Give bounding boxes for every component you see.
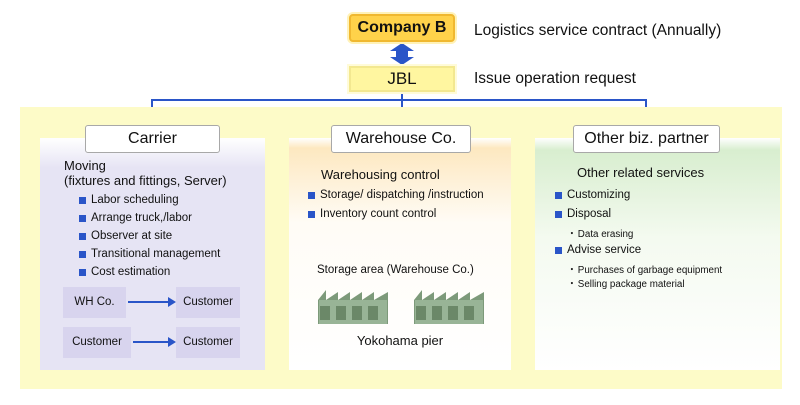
location-label: Yokohama pier	[356, 333, 444, 348]
warehouse-building-icon	[414, 290, 484, 324]
partner-title: Other related services	[577, 165, 705, 180]
carrier-item: Arrange truck,/labor	[79, 212, 192, 224]
flow-to-box: Customer	[176, 287, 240, 318]
warehouse-title: Warehousing control	[321, 167, 440, 182]
partner-item: Advise service	[554, 244, 642, 256]
warehouse-panel	[289, 138, 511, 370]
storage-label: Storage area (Warehouse Co.)	[317, 264, 474, 276]
arrow-right-icon	[128, 297, 176, 307]
flow-to-box: Customer	[176, 327, 240, 358]
carrier-item: Transitional management	[78, 248, 221, 260]
carrier-title-line2: (fixtures and fittings, Server)	[64, 173, 227, 188]
company-b-box: Company B	[349, 14, 455, 42]
warehouse-item: Inventory count control	[307, 208, 437, 220]
partner-item: Disposal	[554, 208, 612, 220]
contract-label: Logistics service contract (Annually)	[474, 22, 722, 39]
partner-tab: Other biz. partner	[573, 125, 720, 153]
carrier-title-line1: Moving	[64, 158, 106, 173]
partner-sub-item: Selling package material	[567, 276, 685, 290]
warehouse-item: Storage/ dispatching /instruction	[308, 189, 484, 201]
partner-sub-item: Purchases of garbage equipment	[567, 262, 722, 276]
warehouse-tab: Warehouse Co.	[331, 125, 471, 153]
request-label: Issue operation request	[474, 70, 636, 87]
jbl-box: JBL	[349, 66, 455, 92]
partner-panel	[535, 138, 780, 370]
carrier-item: Observer at site	[78, 230, 173, 242]
flow-from-box: Customer	[63, 327, 131, 358]
partner-sub-item: Data erasing	[567, 226, 634, 240]
double-arrow-icon	[390, 43, 414, 65]
carrier-item: Cost estimation	[78, 266, 171, 278]
carrier-tab: Carrier	[85, 125, 220, 153]
partner-item: Customizing	[554, 189, 631, 201]
flow-from-box: WH Co.	[63, 287, 126, 318]
arrow-right-icon	[133, 337, 176, 347]
warehouse-building-icon	[318, 290, 388, 324]
carrier-item: Labor scheduling	[79, 194, 179, 206]
